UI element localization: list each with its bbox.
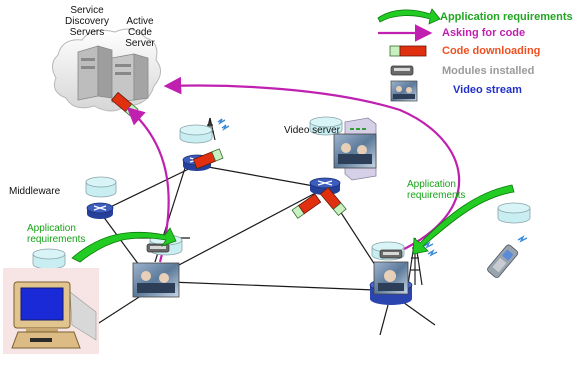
video-stream-server — [333, 133, 377, 169]
db-far-right — [497, 202, 531, 224]
link-video1-right — [169, 281, 376, 291]
db-top-router — [179, 124, 213, 144]
db-video-server — [309, 116, 343, 136]
video-thumbnail-icon — [390, 80, 418, 102]
router-center — [309, 177, 341, 195]
video-stream-right — [373, 261, 409, 295]
label-middleware: Middleware — [9, 186, 61, 197]
legend-app-requirements: Application requirements — [440, 11, 573, 23]
desktop-computer — [3, 268, 99, 354]
legend-modules-installed: Modules installed — [442, 65, 535, 77]
code-block-center-right — [319, 187, 347, 217]
link-right-down1 — [379, 304, 389, 336]
green-curved-arrow-icon — [377, 8, 441, 25]
signal-top — [217, 118, 226, 125]
asking-arrow-right — [163, 76, 461, 253]
legend-asking-for-code: Asking for code — [442, 27, 526, 39]
db-left — [32, 248, 66, 270]
app-arrow-right — [412, 184, 515, 255]
legend-code-downloading: Code downloading — [442, 45, 541, 57]
db-middleware — [85, 176, 117, 198]
mobile-phone — [487, 244, 519, 278]
app-arrow-left — [71, 227, 177, 263]
label-app-req-left: Application requirements — [27, 223, 86, 245]
label-active-code-server: Active Code Server — [125, 16, 155, 49]
label-video-server: Video server — [284, 125, 340, 136]
label-service-discovery: Service Discovery Servers — [65, 5, 109, 38]
legend-video-stream: Video stream — [453, 84, 522, 96]
module-icon — [390, 65, 414, 76]
video-stream-node1 — [132, 262, 180, 298]
signal-phone — [517, 235, 528, 243]
server-cloud — [52, 28, 161, 112]
module-node1 — [146, 243, 170, 253]
signal-right — [423, 241, 434, 249]
legend-icons — [377, 8, 441, 102]
signal-right2 — [427, 249, 438, 257]
module-right — [379, 249, 403, 259]
signal-top2 — [221, 124, 230, 131]
router-middleware — [86, 202, 114, 219]
link-video1-center — [159, 187, 326, 276]
link-middleware-router1 — [99, 164, 198, 213]
code-block-center-left — [291, 193, 322, 219]
code-block-icon — [389, 45, 427, 57]
code-block-router-top — [192, 148, 224, 170]
link-right-down2 — [399, 299, 436, 326]
label-app-req-right: Application requirements — [407, 179, 466, 201]
link-router1-center — [196, 164, 326, 189]
